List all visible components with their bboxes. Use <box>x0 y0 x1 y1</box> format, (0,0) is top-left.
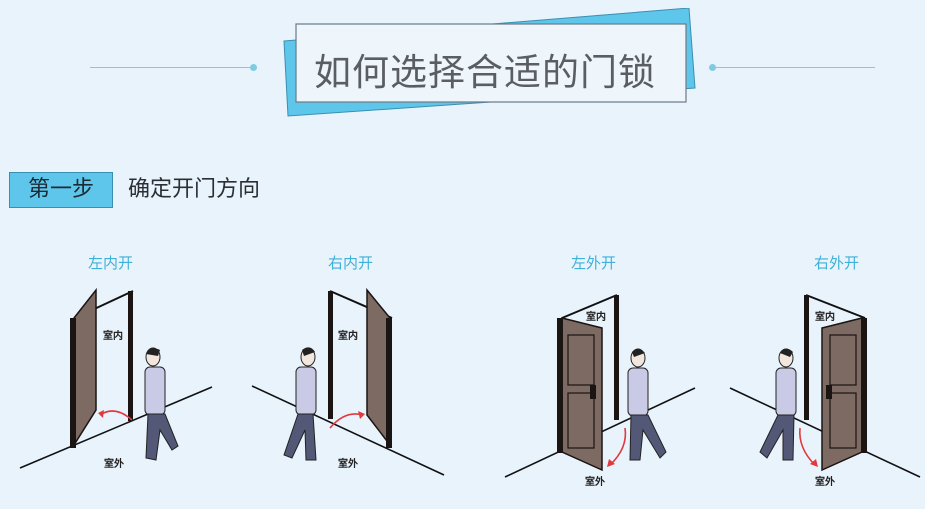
header-dot-right <box>709 64 716 71</box>
outside-label: 室外 <box>104 457 124 470</box>
title-banner: 如何选择合适的门锁 <box>270 8 700 123</box>
inside-label: 室内 <box>338 329 358 342</box>
outside-label: 室外 <box>815 475 835 488</box>
step-badge: 第一步 <box>9 172 113 208</box>
swing-arrow-icon <box>798 427 816 466</box>
inside-label: 室内 <box>103 329 123 342</box>
door-scene-left-inward: 室内 室外 <box>19 287 213 470</box>
person-icon <box>283 347 317 461</box>
header-line-right <box>713 67 875 68</box>
panel-label-right-inward: 右内开 <box>328 254 374 272</box>
person-icon <box>627 348 667 461</box>
panel-label-right-outward: 右外开 <box>814 254 860 272</box>
panel-label-left-outward: 左外开 <box>571 254 617 272</box>
door-handle-icon <box>826 385 832 399</box>
door-scene-left-outward: 室内 室外 <box>504 294 696 488</box>
door-scene-right-inward: 室内 室外 <box>251 287 445 476</box>
header-dot-left <box>250 64 257 71</box>
step-description: 确定开门方向 <box>128 177 261 202</box>
inside-label: 室内 <box>815 310 835 323</box>
outside-label: 室外 <box>585 475 605 488</box>
panel-label-left-inward: 左内开 <box>88 254 134 272</box>
page-title: 如何选择合适的门锁 <box>314 51 656 94</box>
header-line-left <box>90 67 253 68</box>
inside-label: 室内 <box>586 310 606 323</box>
swing-arrow-icon <box>609 427 627 466</box>
outside-label: 室外 <box>338 457 358 470</box>
door-handle-icon <box>590 385 596 399</box>
person-icon <box>144 347 179 461</box>
person-icon <box>759 348 797 461</box>
banner-frame-icon <box>283 8 696 117</box>
door-scene-right-outward: 室内 室外 <box>729 294 921 488</box>
